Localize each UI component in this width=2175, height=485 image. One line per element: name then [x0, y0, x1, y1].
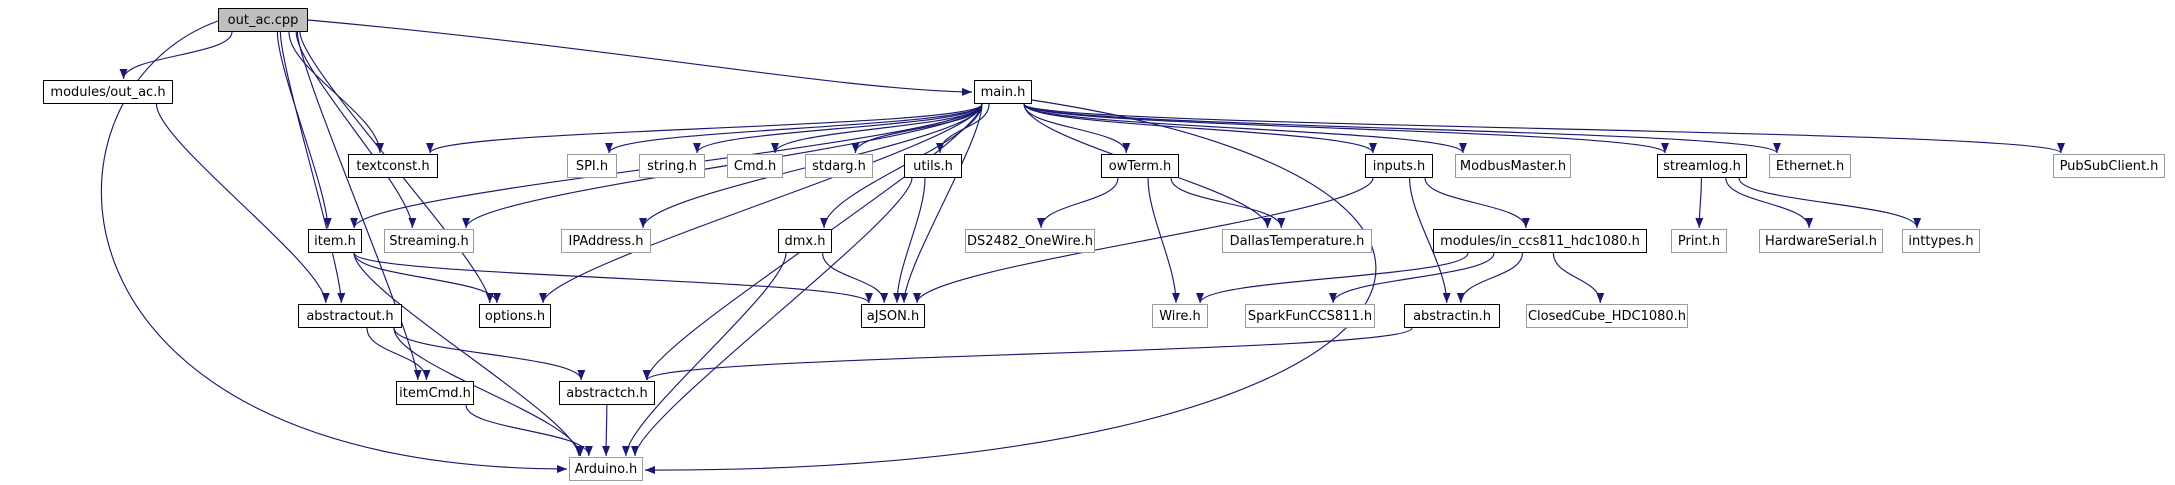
node-ds2482_onewire_h: DS2482_OneWire.h	[965, 229, 1095, 253]
edge-main_h-to-owterm_h	[1023, 103, 1131, 154]
edge-out_ac_cpp-to-textconst_h	[288, 31, 384, 154]
edge-dmx_h-to-ajson_h	[822, 252, 889, 304]
node-wire_h: Wire.h	[1152, 304, 1208, 328]
node-textconst_h[interactable]: textconst.h	[348, 154, 438, 178]
node-dallastemperature_h: DallasTemperature.h	[1222, 229, 1372, 253]
node-print_h: Print.h	[1671, 229, 1727, 253]
node-inttypes_h: inttypes.h	[1902, 229, 1980, 253]
edge-main_h-to-textconst_h	[426, 103, 983, 154]
node-modules_out_ac_h[interactable]: modules/out_ac.h	[43, 80, 173, 104]
node-itemcmd_h[interactable]: itemCmd.h	[396, 381, 474, 405]
edge-in_ccs811_hdc1080_h-to-closedcube_hdc1080_h	[1552, 252, 1605, 304]
node-cmd_h: Cmd.h	[727, 154, 783, 178]
node-in_ccs811_hdc1080_h[interactable]: modules/in_ccs811_hdc1080.h	[1433, 229, 1647, 253]
node-string_h: string.h	[639, 154, 705, 178]
node-sparkfunccs811_h: SparkFunCCS811.h	[1245, 304, 1375, 328]
edge-inputs_h-to-in_ccs811_hdc1080_h	[1424, 177, 1530, 229]
edge-abstractout_h-to-abstractch_h	[393, 327, 586, 381]
node-out_ac_cpp: out_ac.cpp	[218, 8, 308, 32]
edge-streamlog_h-to-hardwareserial_h	[1725, 177, 1814, 229]
edge-inputs_h-to-abstractin_h	[1409, 177, 1451, 304]
node-inputs_h[interactable]: inputs.h	[1365, 154, 1433, 178]
edge-main_h-to-pubsubclient_h	[1023, 103, 2065, 154]
node-ethernet_h: Ethernet.h	[1769, 154, 1851, 178]
edge-abstractch_h-to-arduino_h	[602, 404, 611, 457]
edge-streamlog_h-to-print_h	[1695, 177, 1704, 229]
node-ajson_h[interactable]: aJSON.h	[861, 304, 925, 328]
node-dmx_h[interactable]: dmx.h	[778, 229, 832, 253]
edge-item_h-to-options_h	[353, 252, 501, 304]
edge-main_h-to-ethernet_h	[1023, 103, 1781, 154]
node-streaming_h: Streaming.h	[384, 229, 474, 253]
node-abstractin_h[interactable]: abstractin.h	[1404, 304, 1500, 328]
edge-out_ac_cpp-to-abstractout_h	[279, 31, 346, 304]
node-hardwareserial_h: HardwareSerial.h	[1759, 229, 1883, 253]
edge-main_h-to-inputs_h	[1023, 103, 1377, 154]
edge-abstractout_h-to-arduino_h	[393, 327, 585, 457]
node-abstractout_h[interactable]: abstractout.h	[298, 304, 402, 328]
edge-out_ac_cpp-to-item_h	[276, 31, 332, 229]
edge-itemcmd_h-to-arduino_h	[465, 404, 593, 457]
node-main_h[interactable]: main.h	[974, 80, 1032, 104]
edge-abstractin_h-to-abstractch_h	[643, 327, 1413, 381]
node-modbusmaster_h: ModbusMaster.h	[1455, 154, 1571, 178]
edge-modules_out_ac_h-to-abstractout_h	[155, 103, 330, 304]
edge-in_ccs811_hdc1080_h-to-wire_h	[1196, 252, 1469, 304]
edge-main_h-to-dmx_h	[820, 103, 983, 229]
edge-streamlog_h-to-inttypes_h	[1738, 177, 1922, 229]
node-ipaddress_h: IPAddress.h	[561, 229, 651, 253]
edge-in_ccs811_hdc1080_h-to-abstractin_h	[1456, 252, 1523, 304]
edge-out_ac_cpp-to-main_h	[307, 19, 973, 96]
node-owterm_h[interactable]: owTerm.h	[1101, 154, 1179, 178]
edge-owterm_h-to-ds2482_onewire_h	[1037, 177, 1119, 229]
node-abstractch_h[interactable]: abstractch.h	[559, 381, 655, 405]
node-options_h[interactable]: options.h	[479, 304, 551, 328]
edge-dmx_h-to-arduino_h	[621, 252, 787, 457]
edge-main_h-to-modbusmaster_h	[1023, 103, 1467, 154]
edge-out_ac_cpp-to-itemcmd_h	[296, 31, 422, 381]
edge-out_ac_cpp-to-modules_out_ac_h	[119, 31, 233, 80]
edge-in_ccs811_hdc1080_h-to-sparkfunccs811_h	[1329, 252, 1495, 304]
edge-main_h-to-streamlog_h	[1023, 103, 1669, 154]
edge-abstractout_h-to-itemcmd_h	[366, 327, 431, 381]
node-stdarg_h: stdarg.h	[805, 154, 873, 178]
edge-main_h-to-string_h	[693, 103, 983, 154]
edge-owterm_h-to-dallastemperature_h	[1170, 177, 1286, 229]
node-closedcube_hdc1080_h: ClosedCube_HDC1080.h	[1526, 304, 1688, 328]
edge-main_h-to-streaming_h	[462, 103, 983, 229]
edge-inputs_h-to-ajson_h	[913, 177, 1374, 304]
edge-item_h-to-ajson_h	[353, 252, 873, 304]
node-item_h[interactable]: item.h	[308, 229, 362, 253]
edge-owterm_h-to-wire_h	[1147, 177, 1180, 304]
node-spi_h: SPI.h	[567, 154, 617, 178]
edge-main_h-to-options_h	[539, 103, 983, 304]
edge-out_ac_cpp-to-arduino_h	[100, 20, 568, 473]
node-pubsubclient_h: PubSubClient.h	[2053, 154, 2165, 178]
node-streamlog_h[interactable]: streamlog.h	[1657, 154, 1747, 178]
node-utils_h[interactable]: utils.h	[904, 154, 962, 178]
node-arduino_h: Arduino.h	[569, 457, 643, 481]
edge-main_h-to-spi_h	[605, 103, 983, 154]
edge-utils_h-to-ajson_h	[893, 177, 926, 304]
edge-utils_h-to-arduino_h	[631, 177, 913, 457]
edge-main_h-to-ajson_h	[900, 103, 983, 304]
